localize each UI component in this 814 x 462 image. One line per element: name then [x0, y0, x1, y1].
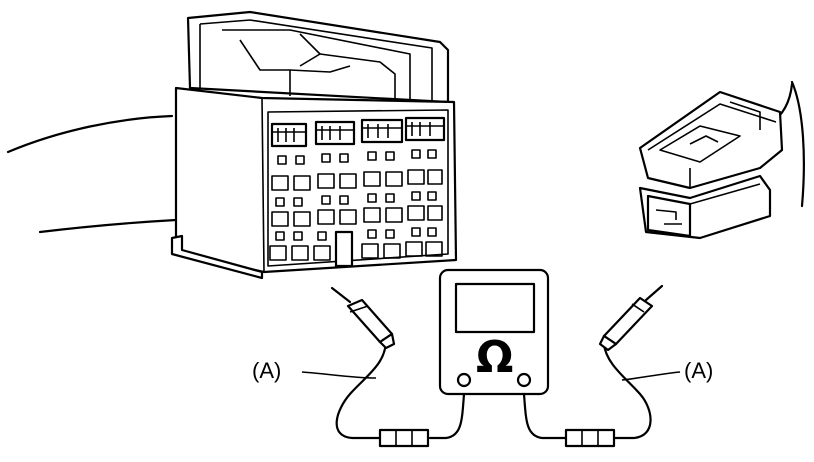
small-connector-housing: [638, 90, 784, 190]
test-lead-right: [522, 284, 664, 448]
harness-wire-lower: [38, 218, 178, 234]
test-lead-left: [330, 286, 466, 448]
small-connector-wire: [790, 80, 805, 208]
label-a-left: (A): [252, 358, 377, 383]
label-a-right-text: (A): [684, 358, 713, 383]
connector-body: [174, 86, 458, 274]
label-a-left-text: (A): [252, 358, 281, 383]
probe-right: [602, 296, 654, 346]
latch-row: [270, 116, 446, 148]
leader-line-left: [301, 371, 377, 379]
probe-left: [346, 298, 394, 344]
label-a-right: (A): [621, 358, 713, 383]
ohm-symbol: Ω: [476, 332, 513, 383]
lead-fuse-right: [564, 428, 616, 448]
connector-lock-frame: [186, 10, 450, 104]
ohmmeter-display: [454, 282, 536, 334]
leader-line-right: [621, 371, 681, 381]
ohmmeter: Ω: [438, 268, 550, 396]
harness-wire-upper: [6, 114, 174, 154]
connector-keyway: [334, 230, 354, 268]
large-connector: [6, 10, 458, 280]
terminal-right: [516, 372, 532, 388]
lead-fuse-left: [378, 428, 430, 448]
terminal-cavities: [269, 149, 443, 261]
small-connector: [638, 80, 805, 240]
terminal-left: [456, 372, 472, 388]
